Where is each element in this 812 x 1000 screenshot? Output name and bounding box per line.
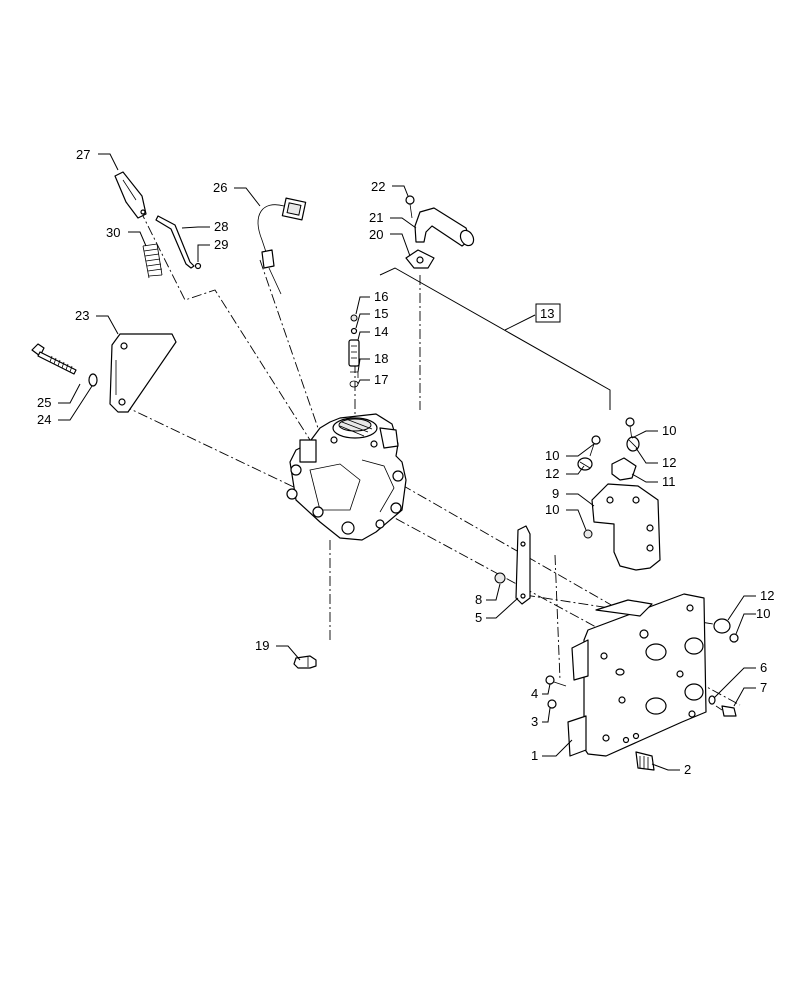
bracket-9 xyxy=(591,483,661,571)
pipe-21 xyxy=(414,207,475,247)
callout-4: 4 xyxy=(531,686,538,701)
callout-16: 16 xyxy=(374,289,388,304)
nut-8 xyxy=(494,572,506,584)
clamp-12-top-right xyxy=(626,436,640,452)
assembly-centerlines xyxy=(121,209,741,706)
callout-12-top-right: 12 xyxy=(662,455,676,470)
stack-14-18 xyxy=(348,314,360,388)
callout-6: 6 xyxy=(760,660,767,675)
clip-11 xyxy=(611,457,637,481)
pin-29 xyxy=(194,262,202,270)
pin-19 xyxy=(293,655,317,669)
strap-5 xyxy=(515,525,531,605)
washer-6 xyxy=(708,695,716,705)
callout-5: 5 xyxy=(475,610,482,625)
stud-2 xyxy=(635,751,655,771)
callout-27: 27 xyxy=(76,147,90,162)
plate-1 xyxy=(567,593,707,757)
callout-labels: 27 26 22 21 20 28 30 29 16 15 14 18 17 1… xyxy=(37,147,774,777)
callout-10-bracket: 10 xyxy=(545,502,559,517)
bolt-10-right xyxy=(729,633,739,643)
callout-14: 14 xyxy=(374,324,388,339)
nut-16 xyxy=(350,314,358,322)
callout-25: 25 xyxy=(37,395,51,410)
callout-10-top-left: 10 xyxy=(545,448,559,463)
bolt-10-top-left xyxy=(589,435,601,457)
callout-18: 18 xyxy=(374,351,388,366)
plate-23 xyxy=(109,333,177,413)
callout-22: 22 xyxy=(371,179,385,194)
kit-13-bracket xyxy=(379,267,611,410)
rod-28 xyxy=(155,215,195,269)
callout-12-right: 12 xyxy=(760,588,774,603)
nut-10-bracket xyxy=(583,529,593,539)
leader-lines xyxy=(58,153,756,771)
bolt-4 xyxy=(545,675,567,687)
callout-1: 1 xyxy=(531,748,538,763)
bolt-25 xyxy=(31,343,77,375)
ring-17 xyxy=(349,380,359,388)
callout-23: 23 xyxy=(75,308,89,323)
sensor-14 xyxy=(348,339,360,367)
sensor-26 xyxy=(257,197,307,295)
callout-20: 20 xyxy=(369,227,383,242)
callout-9: 9 xyxy=(552,486,559,501)
callout-11: 11 xyxy=(662,474,676,489)
callout-10-right: 10 xyxy=(756,606,770,621)
callout-12-top-left: 12 xyxy=(545,466,559,481)
callout-24: 24 xyxy=(37,412,51,427)
bolt-7 xyxy=(715,705,737,717)
washer-3 xyxy=(547,699,557,709)
callout-19: 19 xyxy=(255,638,269,653)
callout-30: 30 xyxy=(106,225,120,240)
callout-21: 21 xyxy=(369,210,383,225)
callout-28: 28 xyxy=(214,219,228,234)
lever-27 xyxy=(114,171,147,219)
callout-3: 3 xyxy=(531,714,538,729)
clip-18 xyxy=(350,371,359,378)
callout-7: 7 xyxy=(760,680,767,695)
callout-2: 2 xyxy=(684,762,691,777)
callout-17: 17 xyxy=(374,372,388,387)
callout-29: 29 xyxy=(214,237,228,252)
callout-13: 13 xyxy=(540,306,554,321)
clamp-12-top-left xyxy=(577,457,593,471)
valve-body xyxy=(286,413,407,541)
clamp-20 xyxy=(405,249,435,269)
washer-24 xyxy=(88,373,98,387)
kit-13-box xyxy=(535,303,561,323)
callout-8: 8 xyxy=(475,592,482,607)
clamp-12-right xyxy=(713,618,731,634)
callout-10-top-right: 10 xyxy=(662,423,676,438)
callout-15: 15 xyxy=(374,306,388,321)
callout-26: 26 xyxy=(213,180,227,195)
washer-15 xyxy=(350,327,358,335)
spring-30 xyxy=(142,243,163,279)
screw-22 xyxy=(405,195,415,219)
